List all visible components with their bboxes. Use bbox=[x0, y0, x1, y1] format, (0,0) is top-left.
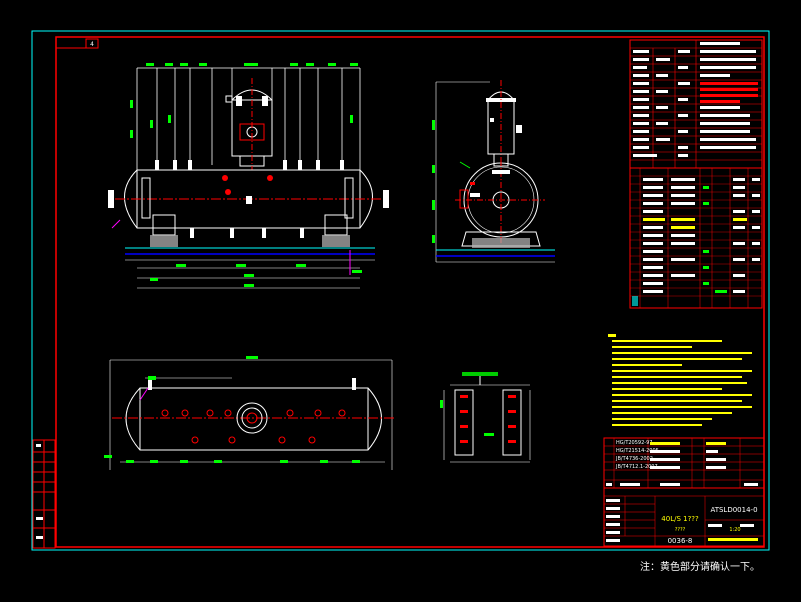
product-name: 40L/S 1??? bbox=[661, 515, 699, 523]
parts-list: HG/T20592-97 HG/T21514-2005 JB/T4736-200… bbox=[603, 437, 765, 489]
drawing-code: ATSLD0014-0 bbox=[710, 506, 757, 514]
left-revision-strip bbox=[32, 439, 56, 549]
saddle-detail-icon bbox=[440, 372, 531, 463]
weight-label: ???? bbox=[675, 527, 686, 533]
nozzle-table bbox=[629, 167, 763, 309]
spec-table bbox=[629, 39, 763, 169]
tank-plan-view-icon bbox=[104, 356, 395, 470]
tank-side-view-icon bbox=[432, 80, 555, 263]
technical-notes bbox=[608, 334, 752, 426]
parts-row-1-standard: HG/T20592-97 bbox=[616, 440, 652, 446]
inner-drawing-frame bbox=[55, 36, 765, 548]
title-block: ATSLD0014-0 40L/S 1??? ???? 0036-8 1:20 bbox=[603, 487, 765, 547]
parts-row-2-standard: HG/T21514-2005 bbox=[616, 448, 659, 454]
tank-elevation-icon bbox=[108, 63, 389, 289]
outer-sheet-border bbox=[31, 30, 770, 551]
scale-label: 1:20 bbox=[729, 527, 740, 533]
sheet-number-text: 4 bbox=[90, 41, 94, 48]
parts-row-4-standard: JB/T4712.1-2007 bbox=[615, 464, 658, 470]
sheet-code: 0036-8 bbox=[668, 537, 693, 545]
parts-row-3-standard: JB/T4736-2002 bbox=[615, 456, 653, 462]
footer-note: 注：黄色部分请确认一下。 bbox=[640, 562, 760, 573]
